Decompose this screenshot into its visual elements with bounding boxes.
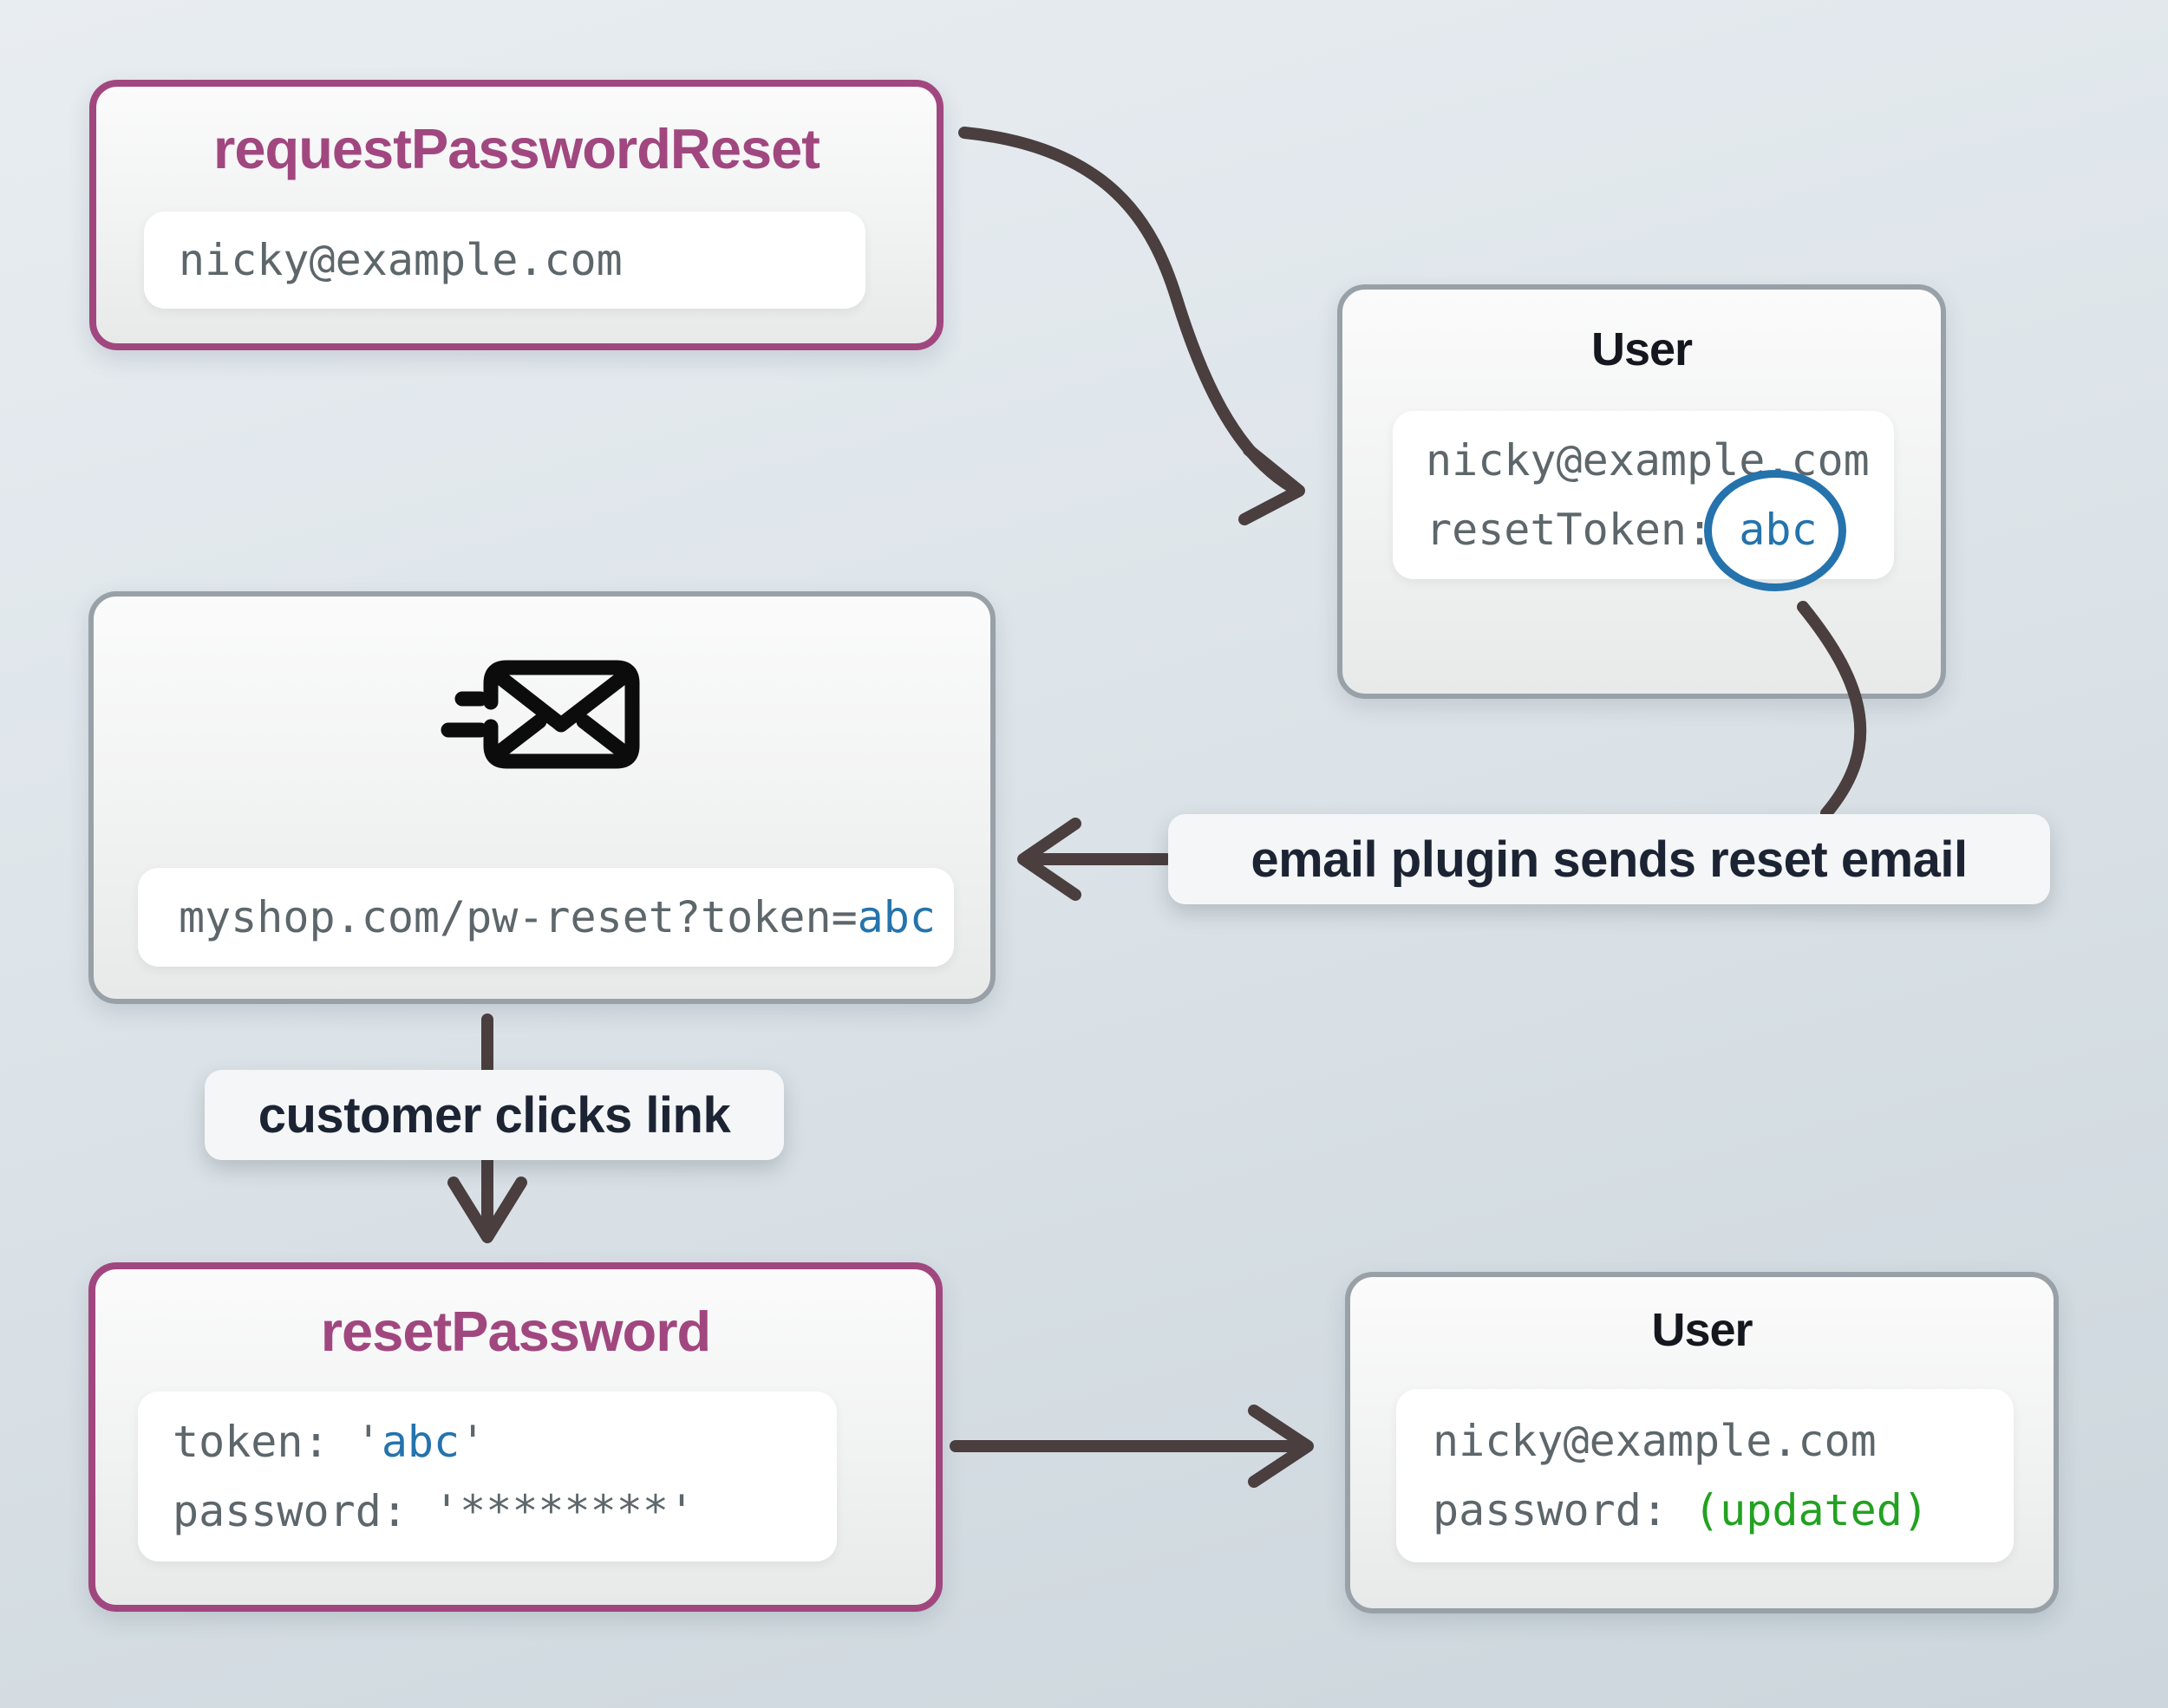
node-request-password-reset: requestPasswordReset nicky@example.com xyxy=(89,80,944,350)
arrow-request-to-user-head xyxy=(1238,444,1305,525)
user-email-line: nicky@example.com xyxy=(1433,1416,1877,1466)
reset-link-url: myshop.com/pw-reset?token= xyxy=(179,892,858,942)
arrow-label-to-email-head xyxy=(1017,818,1081,901)
node-reset-password: resetPassword token: 'abc' password: '**… xyxy=(88,1262,943,1612)
reset-password-args: token: 'abc' password: '********' xyxy=(138,1392,837,1561)
node-reset-email: myshop.com/pw-reset?token=abc xyxy=(88,591,996,1004)
node-user-updated: User nicky@example.com password: (update… xyxy=(1345,1272,2059,1613)
arrow-request-to-user xyxy=(958,127,1298,493)
password-updated-value: (updated) xyxy=(1694,1485,1929,1535)
node-user-with-token: User nicky@example.com resetToken: abc xyxy=(1337,284,1946,699)
node-title-user: User xyxy=(1651,1304,1753,1356)
user-record-updated: nicky@example.com password: (updated) xyxy=(1396,1389,2014,1562)
node-title-reset-password: resetPassword xyxy=(320,1300,711,1363)
password-updated-line: password: (updated) xyxy=(1433,1485,1929,1535)
reset-link[interactable]: myshop.com/pw-reset?token=abc xyxy=(138,868,954,967)
label-customer-clicks-link: customer clicks link xyxy=(205,1070,784,1160)
arrow-reset-to-user-head xyxy=(1248,1405,1314,1488)
reset-link-token: abc xyxy=(857,892,936,942)
node-title-request-password-reset: requestPasswordReset xyxy=(213,117,820,180)
email-input[interactable]: nicky@example.com xyxy=(144,212,865,309)
send-email-icon xyxy=(441,660,640,769)
password-arg-line: password: '********' xyxy=(173,1486,695,1536)
line-token-to-label xyxy=(1797,601,1867,819)
label-email-plugin: email plugin sends reset email xyxy=(1168,814,2050,904)
token-arg-line: token: 'abc' xyxy=(173,1417,486,1467)
node-title-user: User xyxy=(1590,323,1693,375)
token-arg-value: abc xyxy=(381,1417,460,1467)
arrow-email-to-reset-head xyxy=(447,1177,527,1243)
email-value: nicky@example.com xyxy=(179,235,623,285)
token-highlight-circle xyxy=(1704,470,1846,591)
